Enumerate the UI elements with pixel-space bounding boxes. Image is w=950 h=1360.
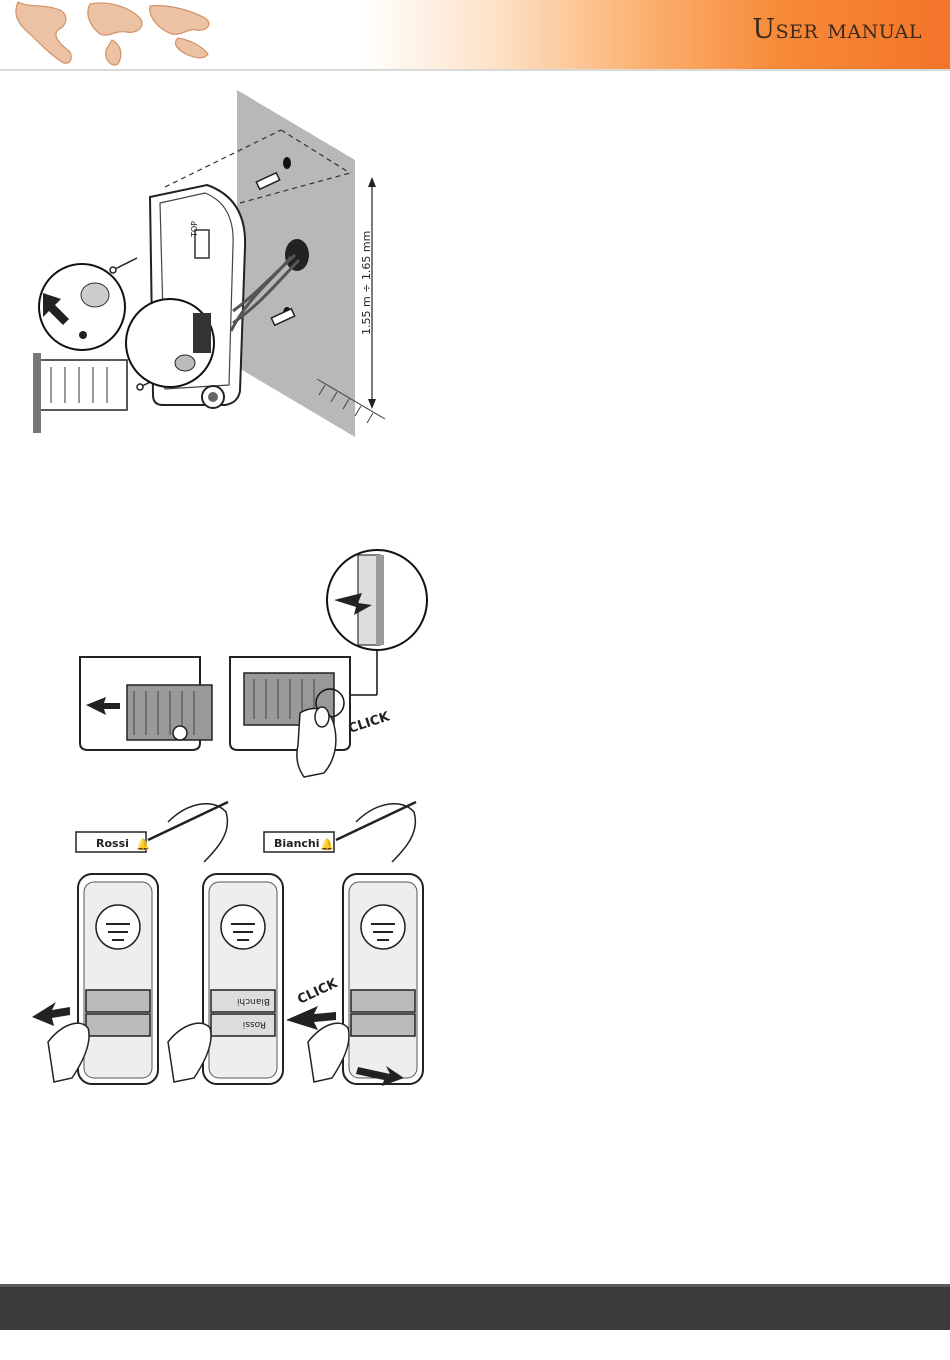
panel-label-text: Bianchi: [237, 996, 270, 1006]
arrow-icon: [32, 1002, 70, 1026]
header-divider: [0, 69, 950, 71]
page-footer: [0, 1284, 950, 1333]
click-label: CLICK: [347, 709, 393, 737]
top-marker: TOP: [190, 221, 199, 238]
speaker-grille: [361, 905, 405, 949]
world-map-logo: [0, 0, 260, 70]
hand-illustration: [356, 804, 415, 862]
speaker-grille: [221, 905, 265, 949]
call-button: [86, 990, 150, 1012]
bell-icon: 🔔: [320, 838, 334, 851]
header-title: User manual: [752, 14, 922, 45]
call-button: [351, 990, 415, 1012]
height-dimension-label: 1.55 m ÷ 1.65 mm: [360, 231, 373, 335]
panel-label-text: Rossi: [243, 1019, 266, 1029]
hand-illustration: [168, 804, 227, 862]
call-button: [351, 1014, 415, 1036]
click-label: CLICK: [295, 976, 340, 1008]
wall-mounting-illustration: 1.55 m ÷ 1.65 mm TOP: [25, 85, 400, 440]
footer-margin: [0, 1330, 950, 1360]
wall-hole: [283, 157, 291, 169]
name-label-text: Bianchi: [274, 837, 320, 850]
module-insertion-illustration: CLICK: [72, 545, 432, 785]
name-label-text: Rossi: [96, 837, 129, 850]
name-label-illustration: Rossi 🔔 Bianchi 🔔 Bianchi Rossi CLICK: [18, 792, 438, 1097]
cable-hole: [285, 239, 309, 271]
speaker-grille: [96, 905, 140, 949]
bell-icon: 🔔: [136, 838, 150, 851]
call-button: [86, 1014, 150, 1036]
